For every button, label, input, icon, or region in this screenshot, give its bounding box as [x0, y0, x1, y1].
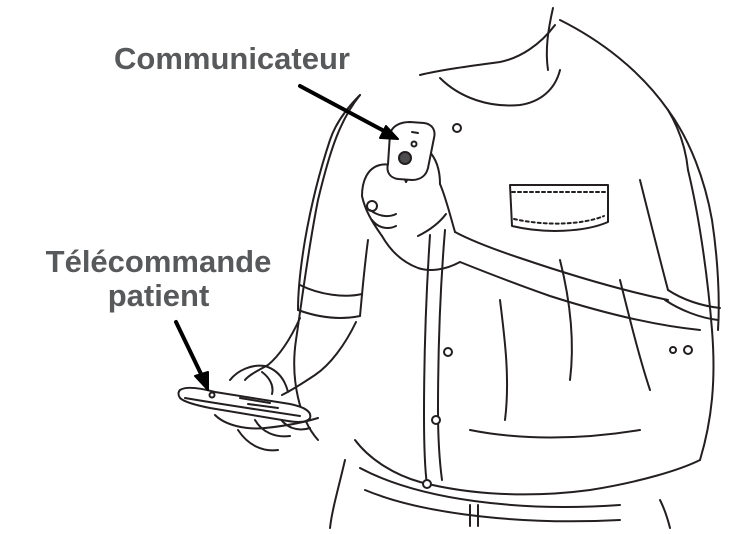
arrow-communicator: [300, 86, 398, 139]
patient-remote-label-line2: patient: [16, 279, 301, 313]
communicator-device: [387, 122, 434, 180]
patient-remote-label-line1: Télécommande: [16, 245, 301, 279]
shirt-body: [294, 8, 713, 528]
communicator-label: Communicateur: [82, 42, 382, 76]
arrow-remote: [176, 322, 208, 390]
shirt-buttons: [423, 124, 692, 488]
patient-remote-device: [179, 388, 311, 422]
patient-remote-label: Télécommande patient: [16, 245, 301, 313]
